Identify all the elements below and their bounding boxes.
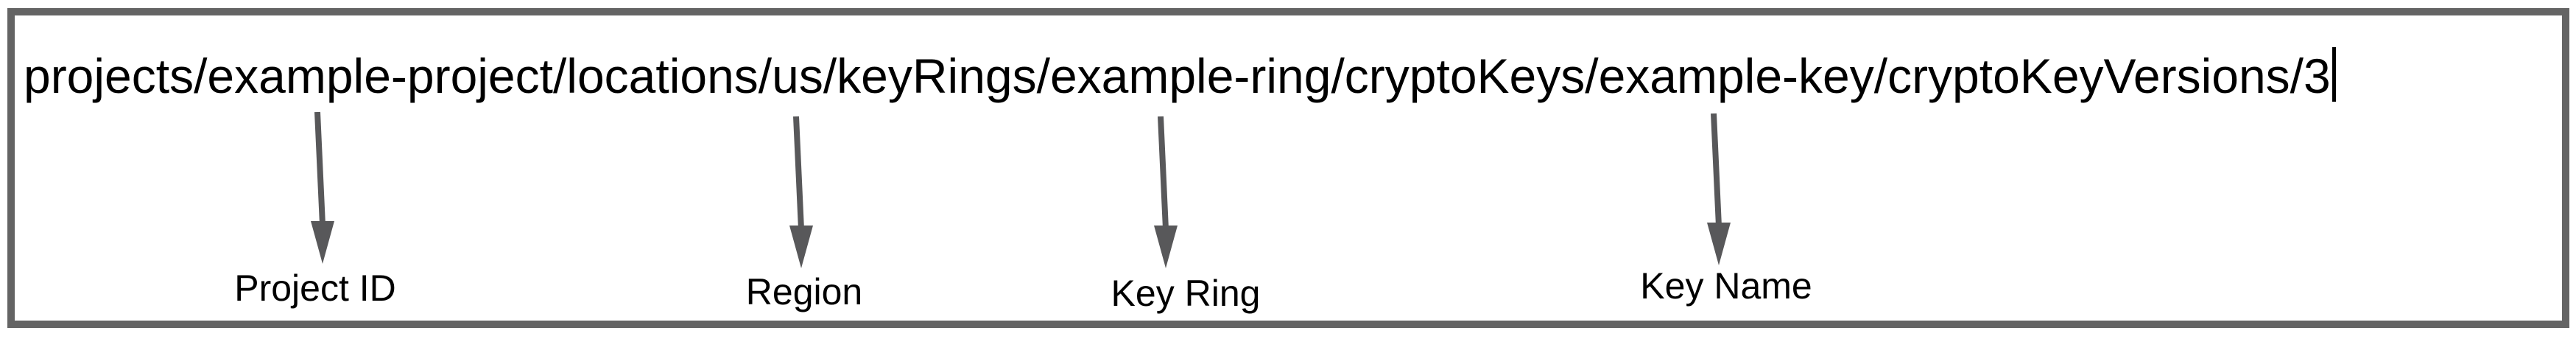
key-name-arrow-icon xyxy=(1707,113,1731,265)
key-ring-label: Key Ring xyxy=(1111,273,1261,314)
resource-path-value: projects/example-project/locations/us/ke… xyxy=(24,49,2331,103)
region-arrow-icon xyxy=(789,116,813,268)
key-name-label: Key Name xyxy=(1640,265,1812,307)
text-cursor xyxy=(2332,47,2336,102)
key-ring-arrow-icon xyxy=(1154,116,1178,268)
resource-path-text[interactable]: projects/example-project/locations/us/ke… xyxy=(24,47,2336,102)
diagram-border-box xyxy=(7,8,2569,328)
region-label: Region xyxy=(745,271,863,312)
project-id-arrow-icon xyxy=(311,111,334,264)
project-id-label: Project ID xyxy=(234,268,396,309)
